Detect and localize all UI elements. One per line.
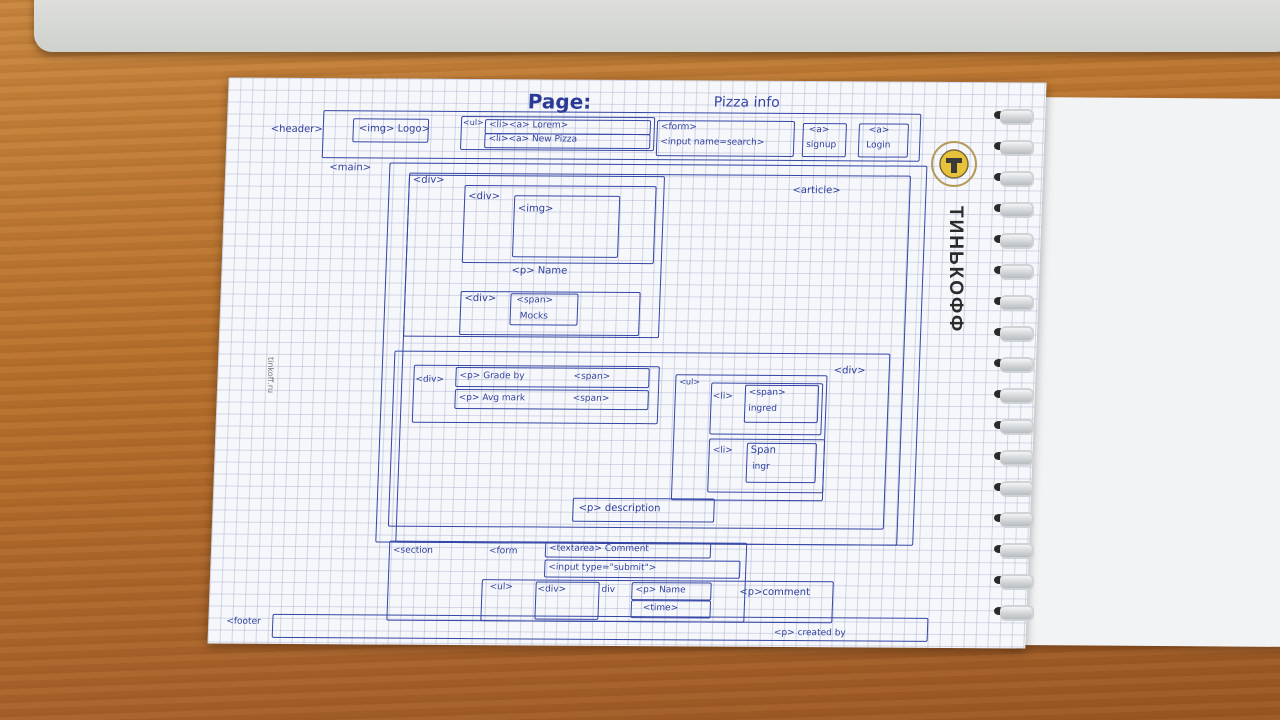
comment-text: <p>comment [739, 586, 811, 599]
login-label: Login [865, 140, 891, 151]
ring [990, 356, 1034, 373]
avg-label: <p> Avg mark [458, 392, 526, 404]
tinkoff-logo-icon [931, 141, 977, 187]
ring [990, 387, 1034, 404]
signup-label: signup [805, 140, 837, 151]
comment-time: <time> [642, 603, 679, 614]
ingr1-text: ingred [748, 403, 778, 414]
search-input-label: <input name=search> [660, 137, 765, 148]
ring [990, 542, 1034, 559]
ring [990, 139, 1034, 156]
comment-form-label: <form [488, 546, 518, 557]
ingr2-text: ingr [751, 461, 770, 472]
side-url: tinkoff.ru [266, 357, 275, 394]
grade-span: <span> [573, 371, 611, 382]
ring [990, 325, 1034, 342]
sketch-subtitle: Pizza info [713, 94, 781, 111]
faint-bleedthrough [1065, 157, 1096, 317]
ring [990, 232, 1034, 249]
notebook-page: Page: Pizza info <header> <img> Logo> <u… [207, 77, 1047, 649]
nav-item-1: <li><a> Lorem> [488, 120, 569, 131]
pizza-card-label: <div> [412, 174, 445, 186]
spiral-binding [990, 108, 1050, 628]
ring [990, 108, 1034, 125]
submit-label: <input type="submit"> [548, 562, 657, 574]
main-label: <main> [329, 162, 372, 174]
comment-div2: div [601, 584, 616, 595]
ring [990, 480, 1034, 497]
login-tag: <a> [868, 125, 890, 136]
description-label: <p> description [578, 502, 661, 515]
logo-label: <img> Logo> [358, 123, 431, 135]
ring [990, 573, 1034, 590]
search-form-label: <form> [660, 122, 698, 133]
name-label: <p> Name [511, 265, 568, 277]
ingredients-ul: <ul> [679, 377, 701, 387]
ring [990, 263, 1034, 280]
img-wrap-label: <div> [468, 190, 501, 203]
li1-label: <li> [712, 391, 734, 402]
ring [990, 604, 1034, 621]
header-label: <header> [270, 123, 323, 136]
nav-ul-label: <ul> [462, 117, 484, 128]
footer-label: <footer [226, 616, 261, 627]
comment-li-div: <div> [537, 584, 567, 595]
grade-label: <p> Grade by [459, 370, 525, 382]
comments-ul: <ul> [489, 582, 514, 593]
comment-name: <p> Name [635, 585, 686, 596]
ring [990, 511, 1034, 528]
ring [990, 201, 1034, 218]
signup-tag: <a> [808, 125, 830, 136]
nav-item-2: <li><a> New Pizza [488, 134, 578, 145]
ingr1-span: <span> [748, 387, 786, 398]
rating-label: <div> [415, 374, 445, 385]
ring [990, 294, 1034, 311]
outer-div-label: <div> [833, 365, 866, 377]
sketch-title: Page: [527, 89, 592, 114]
ring [990, 170, 1034, 187]
avg-span: <span> [572, 393, 610, 404]
footer-created: <p> created by [773, 627, 846, 639]
li2-label: <li> [712, 445, 733, 456]
brand-name: ТИНЬКОФФ [945, 206, 966, 334]
span-label: <span> [516, 295, 554, 306]
ingr2-span: Span [750, 444, 777, 456]
textarea-label: <textarea> Comment [548, 543, 650, 555]
span-wrap-label: <div> [464, 292, 497, 305]
ring [990, 418, 1034, 435]
span-text: Mocks [519, 311, 549, 322]
ring [990, 449, 1034, 466]
img-label: <img> [517, 203, 554, 215]
laptop-edge [34, 0, 1280, 52]
